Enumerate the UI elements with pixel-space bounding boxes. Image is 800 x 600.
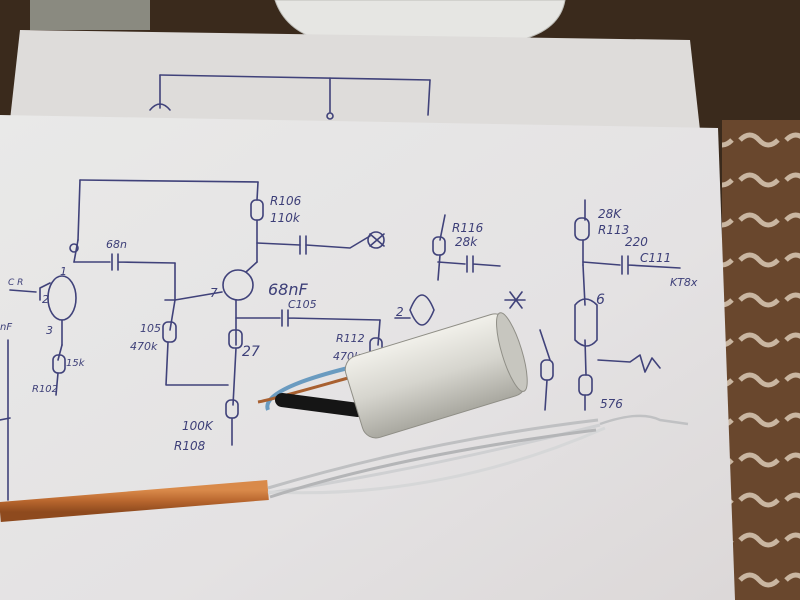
film-capacitor <box>257 312 528 439</box>
label-node-2-left: 2 <box>42 293 49 306</box>
label-r100k: 100K <box>182 419 214 433</box>
label-node-6: 6 <box>596 292 605 308</box>
metal-object-left <box>30 0 150 30</box>
braided-cable <box>0 414 689 522</box>
label-node-27: 27 <box>242 344 260 360</box>
label-r106: R106 <box>270 194 302 208</box>
label-r116-value: 28k <box>455 235 478 249</box>
label-r106-value: 110k <box>270 211 301 225</box>
label-r113: R113 <box>598 223 629 237</box>
label-kt: KT8x <box>670 276 698 289</box>
label-c105-left: 105 <box>140 322 161 335</box>
label-r15k: 15k <box>66 358 86 369</box>
paper-sheet-back <box>10 30 700 130</box>
label-node-2-mid: 2 <box>396 305 404 319</box>
schematic-front-sheet <box>0 179 681 501</box>
label-r470k-left: 470k <box>130 340 158 353</box>
label-c68n-left: 68n <box>106 238 127 251</box>
label-c105-right: C105 <box>288 298 317 311</box>
carpet-right <box>722 120 800 600</box>
label-r108: R108 <box>174 439 206 453</box>
handwritten-labels: R106 110k R116 28k 28K R113 220 C111 KT8… <box>0 194 698 453</box>
label-nf: nF <box>0 322 12 333</box>
schematic-back-sheet <box>149 74 431 120</box>
plastic-container <box>274 0 566 41</box>
label-c220: 220 <box>625 235 648 249</box>
label-r28k: 28K <box>598 207 622 221</box>
label-r116: R116 <box>452 221 484 235</box>
label-cr: C R <box>8 278 23 288</box>
label-c68nf: 68nF <box>268 280 309 299</box>
label-node-3: 3 <box>46 324 53 337</box>
label-c111: C111 <box>640 251 671 265</box>
label-node-576: 576 <box>600 397 623 411</box>
label-r112: R112 <box>336 332 365 345</box>
label-node-1: 1 <box>60 265 67 278</box>
label-r102: R102 <box>32 384 58 395</box>
label-node-7: 7 <box>210 286 218 300</box>
